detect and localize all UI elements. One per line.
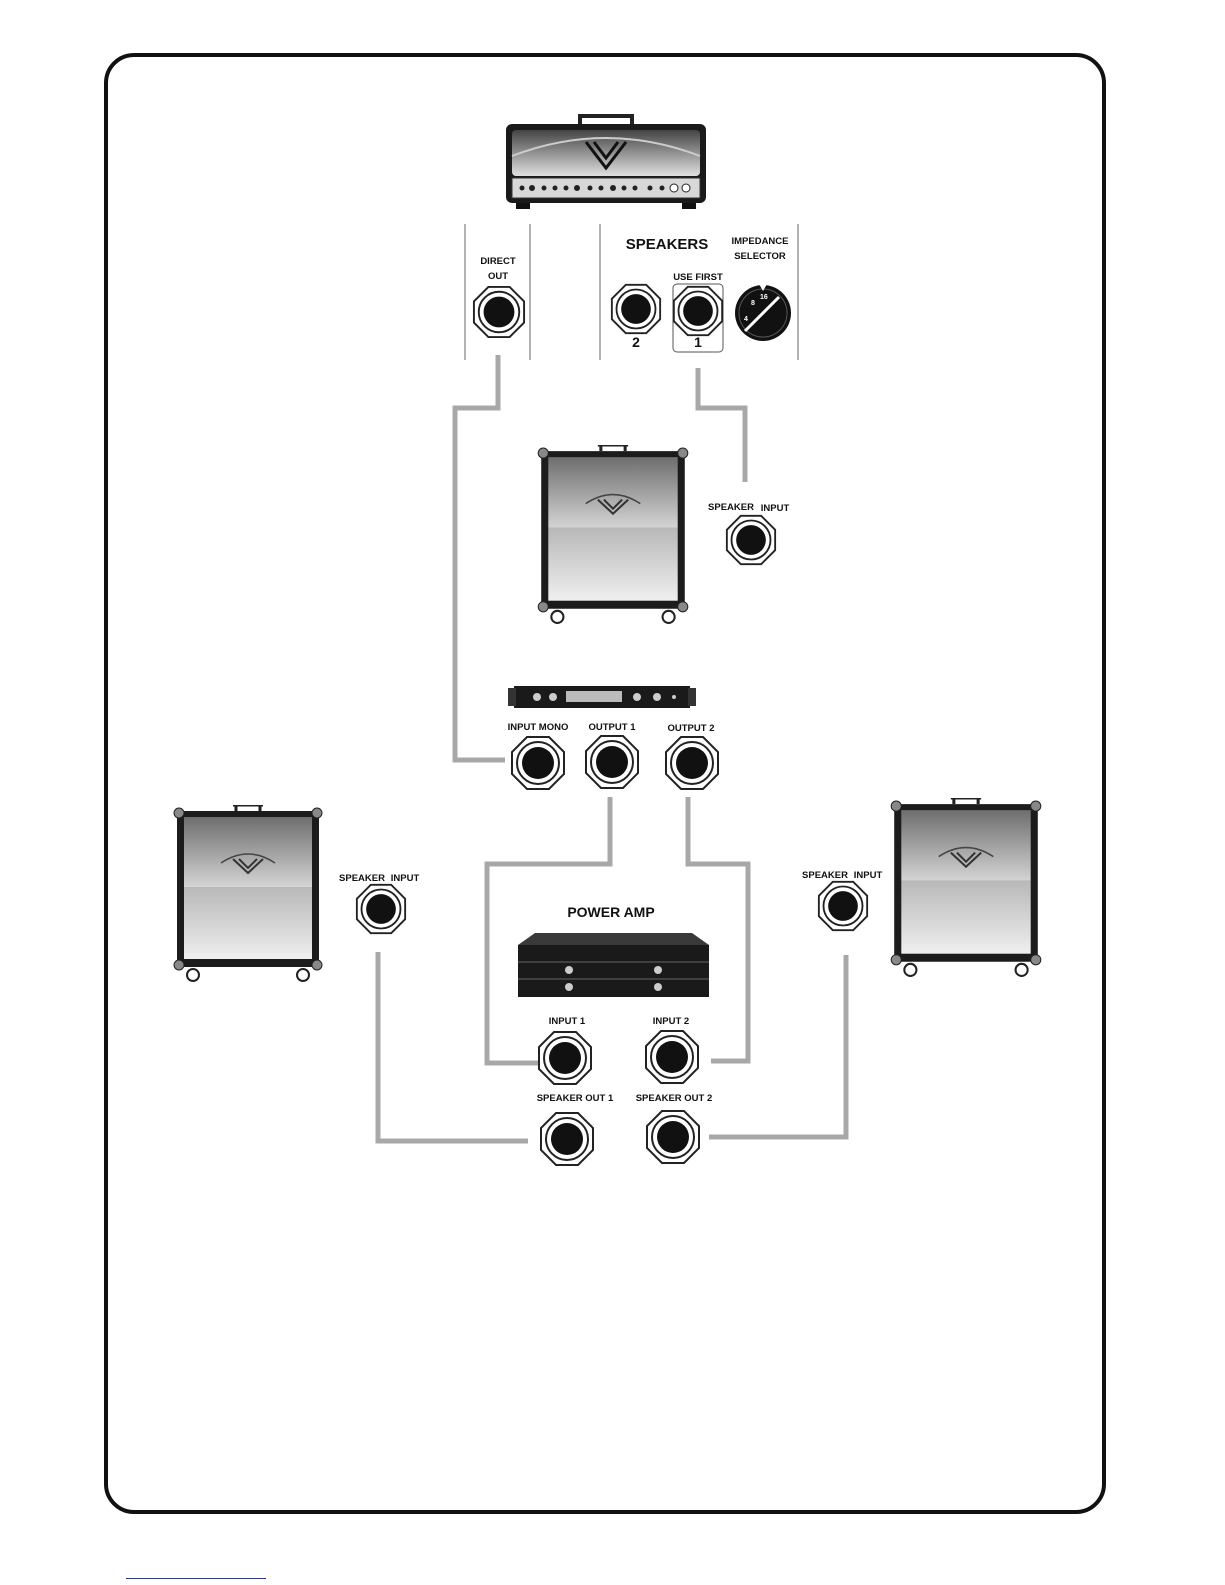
impedance-selector-dial[interactable]: 4 8 16 [735,284,791,341]
speakers-panel: SPEAKERS IMPEDANCE SELECTOR USE FIRST 2 … [600,224,798,360]
cable-speaker-out1-to-left-cab [378,952,528,1141]
cabinet-left [174,805,322,981]
rack-processor [508,686,696,708]
speaker-jack-2[interactable] [612,285,660,333]
cabinet-right [891,798,1041,976]
dial-mark-16: 16 [760,294,768,301]
cable-output2-to-input2 [688,797,748,1061]
dial-mark-4: 4 [744,316,748,323]
cable-speaker-out2-to-right-cab [709,955,846,1137]
power-amp-input1-label: INPUT 1 [549,1016,586,1027]
cabinet-top [538,445,688,623]
speaker-jack-1-number: 1 [694,334,702,350]
cabinet-top-input-label: INPUT [761,503,790,514]
output2-label: OUTPUT 2 [668,723,715,734]
power-amp-speaker-out2-jack[interactable] [647,1111,699,1163]
power-amp-input2-label: INPUT 2 [653,1016,689,1027]
power-amp-input1-jack[interactable] [539,1032,591,1084]
cabinet-right-speaker-label: SPEAKER [802,870,848,881]
footer-rule [126,1578,266,1579]
power-amp-speaker-out1-jack[interactable] [541,1113,593,1165]
output1-label: OUTPUT 1 [589,722,637,733]
speaker-jack-1[interactable] [674,287,722,335]
direct-out-panel: DIRECT OUT [465,224,530,360]
direct-out-label-line2: OUT [488,271,508,282]
direct-out-label-line1: DIRECT [480,256,516,267]
cabinet-left-input-label: INPUT [391,873,420,884]
power-amp-speaker-out1-label: SPEAKER OUT 1 [537,1093,614,1104]
cabinet-top-speaker-label: SPEAKER [708,502,754,513]
speakers-title: SPEAKERS [626,236,709,253]
power-amp-speaker-out2-label: SPEAKER OUT 2 [636,1093,713,1104]
cabinet-left-speaker-label: SPEAKER [339,873,385,884]
input-mono-jack[interactable] [512,737,564,789]
power-amp-unit [518,933,709,997]
cabinet-left-input-jack[interactable] [357,885,405,933]
power-amp-title: POWER AMP [567,904,654,920]
output1-jack[interactable] [586,736,638,788]
cabinet-right-input-label: INPUT [854,870,883,881]
cabinet-top-input-jack[interactable] [727,516,775,564]
dial-mark-8: 8 [751,300,755,307]
direct-out-jack[interactable] [474,287,524,337]
cabinet-right-input-jack[interactable] [819,882,867,930]
output2-jack[interactable] [666,737,718,789]
power-amp-input2-jack[interactable] [646,1031,698,1083]
cable-direct-out-to-input-mono [455,355,505,760]
cable-speaker1-to-top-cab [698,368,745,482]
speaker-jack-2-number: 2 [632,334,640,350]
use-first-label: USE FIRST [673,272,723,283]
impedance-label-line1: IMPEDANCE [731,236,788,247]
amp-head [506,116,706,209]
impedance-label-line2: SELECTOR [734,251,786,262]
input-mono-label: INPUT MONO [508,722,569,733]
